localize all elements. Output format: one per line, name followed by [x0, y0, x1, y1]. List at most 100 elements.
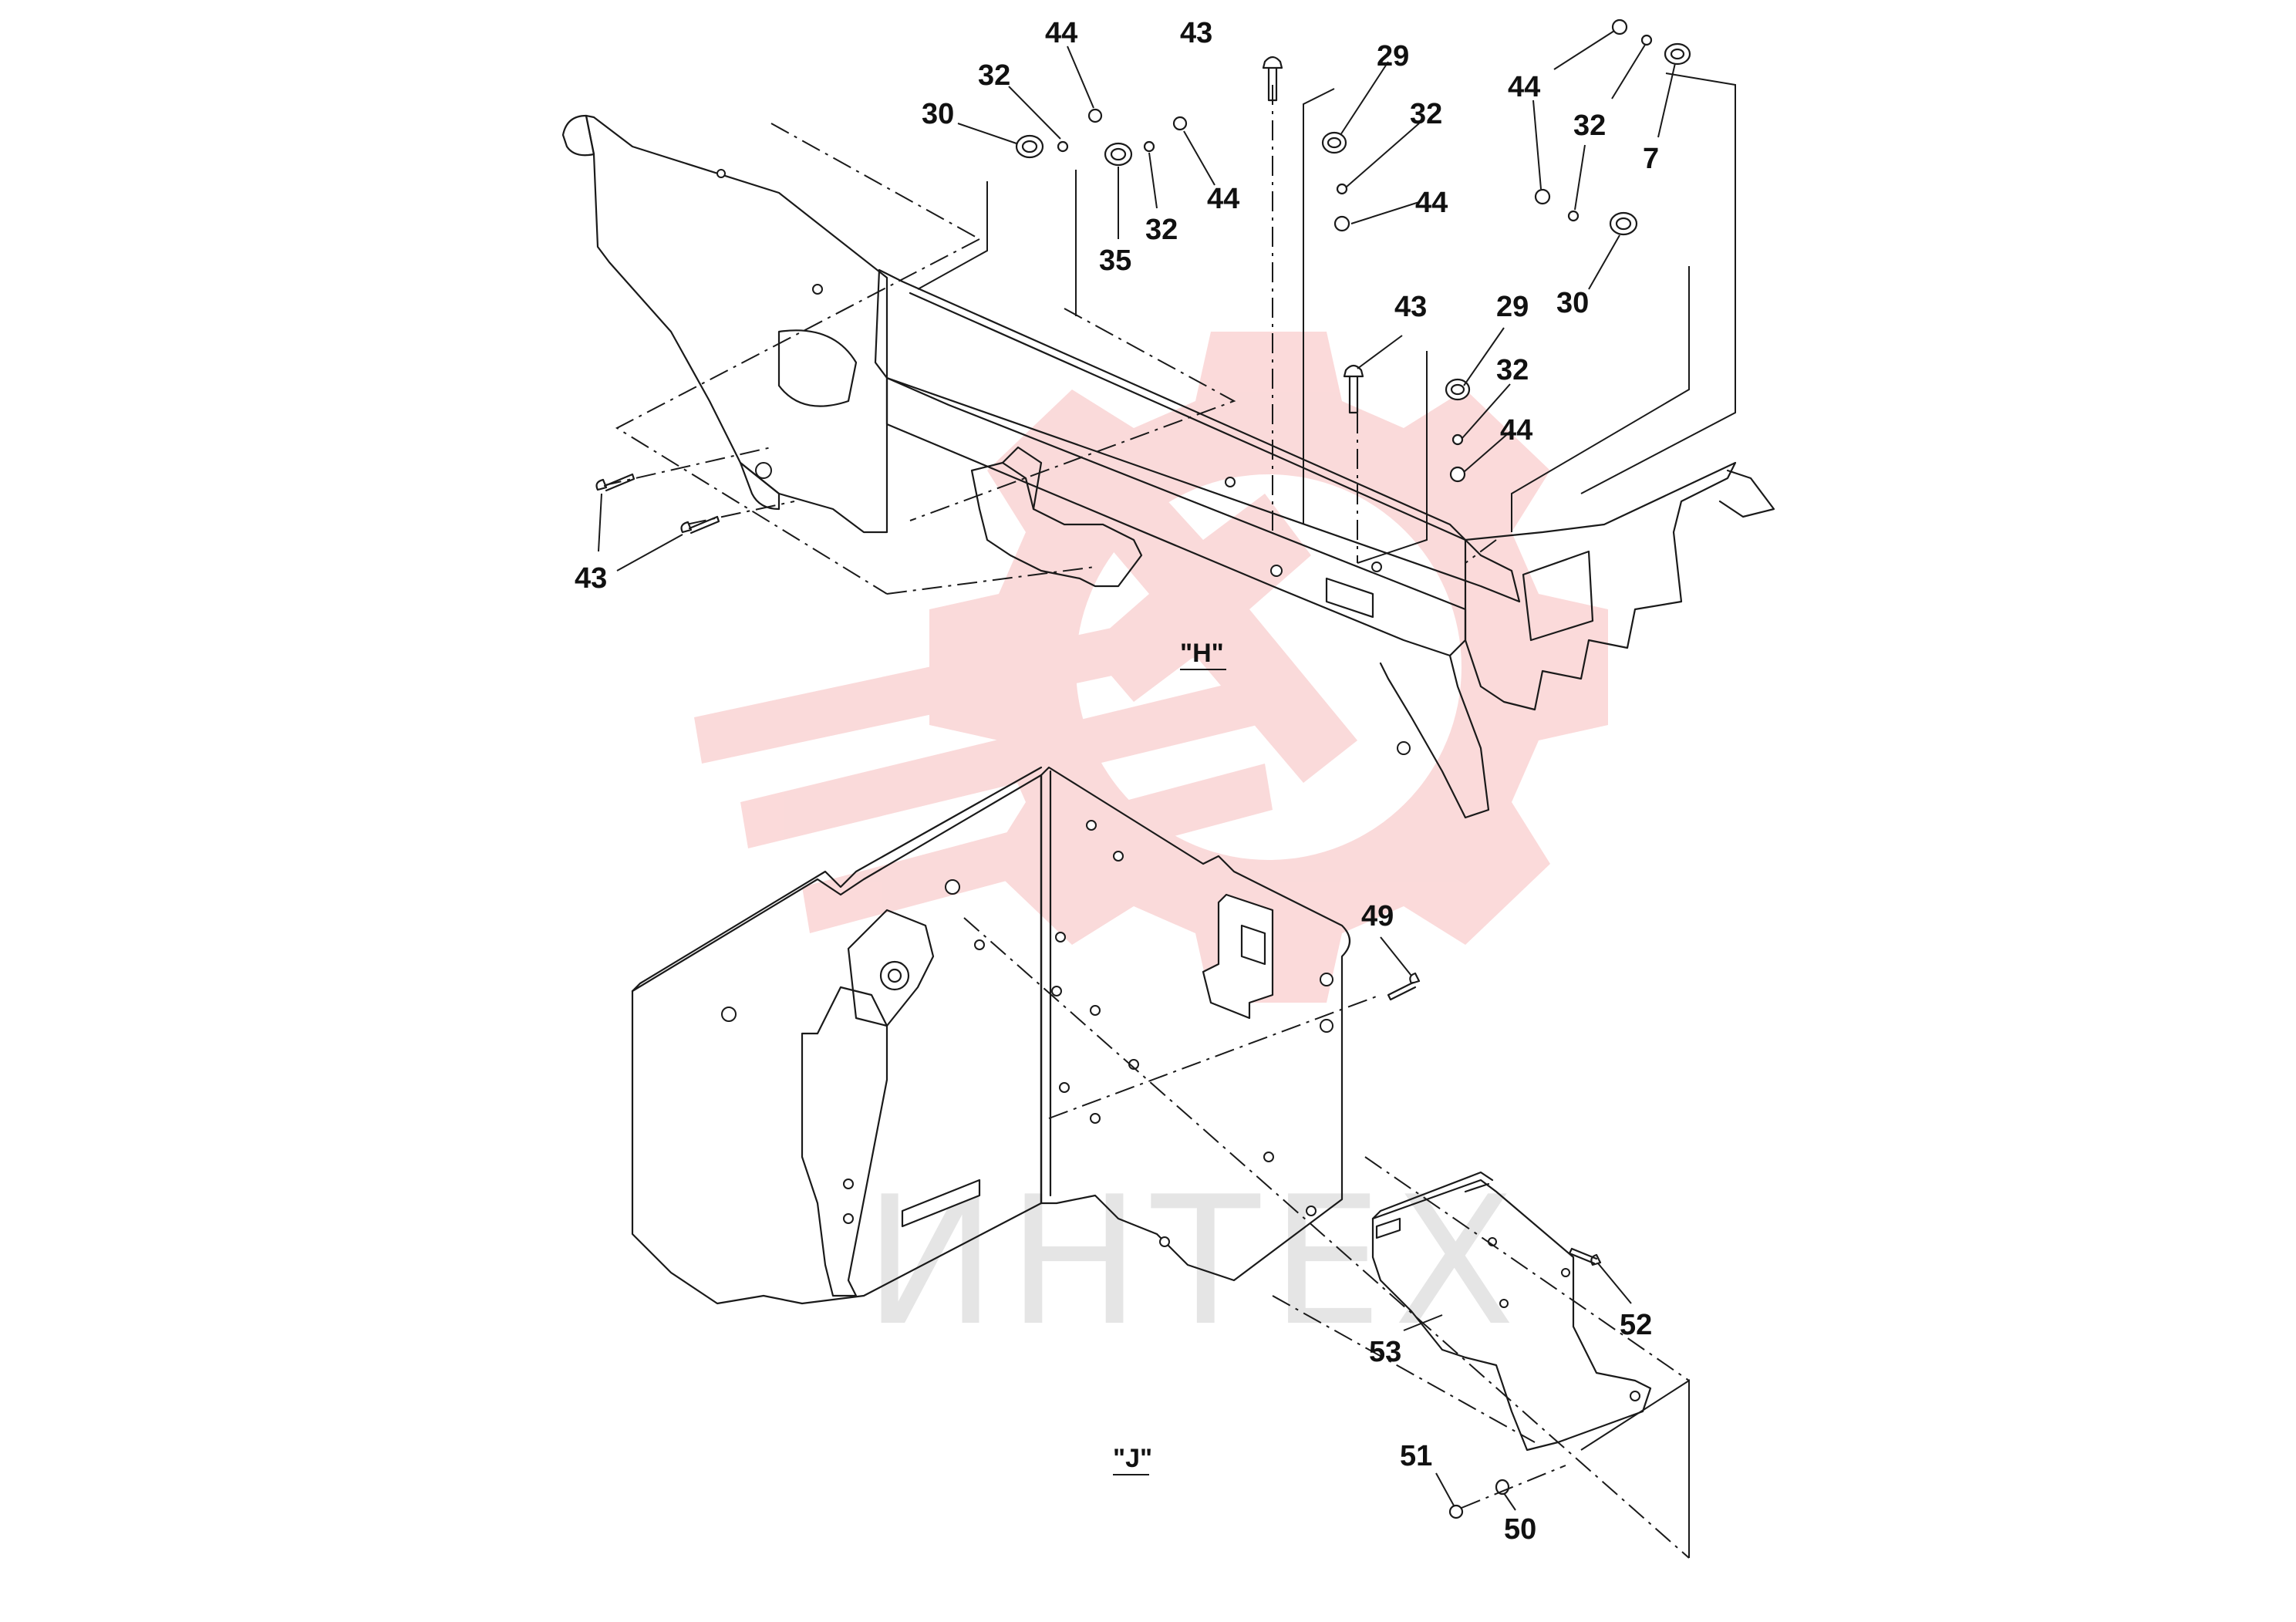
panel-hole [843, 1179, 854, 1189]
panel-hole [1320, 1019, 1333, 1033]
bracket-53-top-flange [1371, 1171, 1494, 1220]
assembly-line [1465, 539, 1497, 564]
callout-h-44-a: 44 [1045, 17, 1077, 49]
callout-h-43-top: 43 [1180, 17, 1212, 49]
washer-32 [1143, 140, 1155, 153]
callout-h-44-b: 44 [1415, 187, 1448, 219]
callout-h-32-d: 32 [1145, 214, 1178, 246]
callout-h-29-b: 29 [1496, 291, 1529, 323]
washer-32 [1451, 433, 1464, 446]
panel-hole [1051, 986, 1062, 996]
callout-labels: 44 32 30 43 35 32 44 29 32 44 43 29 32 4… [575, 17, 1659, 1546]
watermark-stripes [694, 602, 1273, 933]
callout-h-29-a: 29 [1377, 40, 1409, 73]
plug-29-a [1321, 131, 1347, 154]
view-label-h: "H" [1180, 639, 1224, 668]
assembly-line [1364, 1156, 1690, 1381]
fastener-routing-line [1511, 266, 1690, 532]
bolt-43-left-b [680, 515, 720, 534]
left-front-panel [631, 774, 1043, 1305]
panel-hole [1320, 973, 1333, 986]
panel-hole [843, 1213, 854, 1224]
main-crossmember [874, 268, 1521, 603]
center-bracket-gusset [1001, 446, 1043, 511]
crossmember-hole [1371, 561, 1382, 572]
callout-h-32-a: 32 [978, 59, 1010, 92]
crossmember-hole [1225, 477, 1236, 487]
left-plate-window [777, 329, 858, 407]
callout-h-30-a: 30 [922, 98, 954, 130]
callout-h-44-d: 44 [1207, 183, 1239, 215]
nut-44 [1087, 108, 1103, 123]
center-nameplate [1325, 577, 1374, 619]
fastener-routing-line [1357, 351, 1428, 564]
plug-30-b [1609, 211, 1638, 236]
panel-bracket-bar [901, 1179, 981, 1228]
plug-30-a [1015, 134, 1044, 159]
left-plate-cylinder [561, 114, 595, 157]
fastener-routing-line [1580, 73, 1736, 494]
panel-hole [945, 879, 960, 895]
right-bracket-tail [1379, 654, 1490, 819]
right-mount-bracket [1464, 461, 1737, 711]
plug-7 [1664, 42, 1691, 66]
nut-51 [1448, 1504, 1464, 1519]
panel-hole [1086, 820, 1097, 831]
callout-h-43-mid: 43 [1394, 291, 1427, 323]
assembly-line [909, 308, 1236, 521]
callout-h-30-b: 30 [1556, 287, 1589, 319]
panel-hole [1159, 1236, 1170, 1247]
callout-h-43-left: 43 [575, 562, 607, 595]
support-arm-head [847, 909, 935, 1027]
crossmember-top-edge [909, 292, 1467, 541]
bracket-53-hole [1561, 1268, 1570, 1277]
watermark-logo: ИНТЕХ [694, 332, 1608, 1365]
bracket-53-slot [1375, 1217, 1401, 1239]
assembly-line [601, 447, 772, 487]
callout-h-32-c: 32 [1573, 110, 1606, 142]
callout-j-49: 49 [1361, 900, 1394, 932]
crossmember-hole [755, 462, 772, 479]
callout-h-35: 35 [1099, 244, 1131, 277]
assembly-line [1461, 1465, 1566, 1509]
assembly-line [615, 238, 980, 595]
panel-hole [974, 939, 985, 950]
assembly-line [1272, 1295, 1536, 1443]
right-bracket-flange [1718, 469, 1775, 518]
nut-44 [1333, 215, 1350, 232]
washer-32 [1336, 183, 1348, 195]
panel-hole [1263, 1152, 1274, 1162]
callout-leaders [598, 30, 1676, 1511]
panel-hole [1113, 851, 1124, 862]
assembly-line [963, 917, 1690, 1559]
panel-hole [1090, 1005, 1101, 1016]
callout-h-44-c: 44 [1508, 71, 1540, 103]
washer-32 [1640, 34, 1653, 46]
rear-side-panel [1040, 766, 1351, 1282]
nut-44 [1172, 116, 1188, 131]
view-j-assembly: "J" [631, 766, 1690, 1559]
connector-face [1240, 924, 1266, 966]
panel-hole [1059, 1082, 1070, 1093]
assembly-line [770, 123, 980, 240]
bolt-49 [1387, 972, 1421, 1001]
view-label-j: "J" [1113, 1444, 1152, 1473]
center-stirrup-bracket [970, 461, 1143, 588]
bracket-53-hole [1499, 1299, 1509, 1308]
callout-j-50: 50 [1504, 1513, 1536, 1546]
fastener-routing-line [1303, 88, 1335, 524]
view-h-assembly: "H" [561, 19, 1775, 819]
right-bracket-slot [1522, 550, 1594, 642]
bolt-43-top [1262, 56, 1283, 102]
washer-32 [1057, 140, 1069, 153]
callout-h-32-f: 32 [1496, 354, 1529, 386]
left-side-plate [585, 114, 888, 534]
crossmember-hole [812, 284, 823, 295]
callout-j-52: 52 [1620, 1309, 1652, 1341]
left-plate-foot [739, 461, 781, 511]
bolt-43-left-a [595, 473, 636, 492]
connector-module [1202, 893, 1274, 1020]
fastener-routing-line [1580, 1379, 1690, 1558]
panel-hole [721, 1007, 737, 1022]
